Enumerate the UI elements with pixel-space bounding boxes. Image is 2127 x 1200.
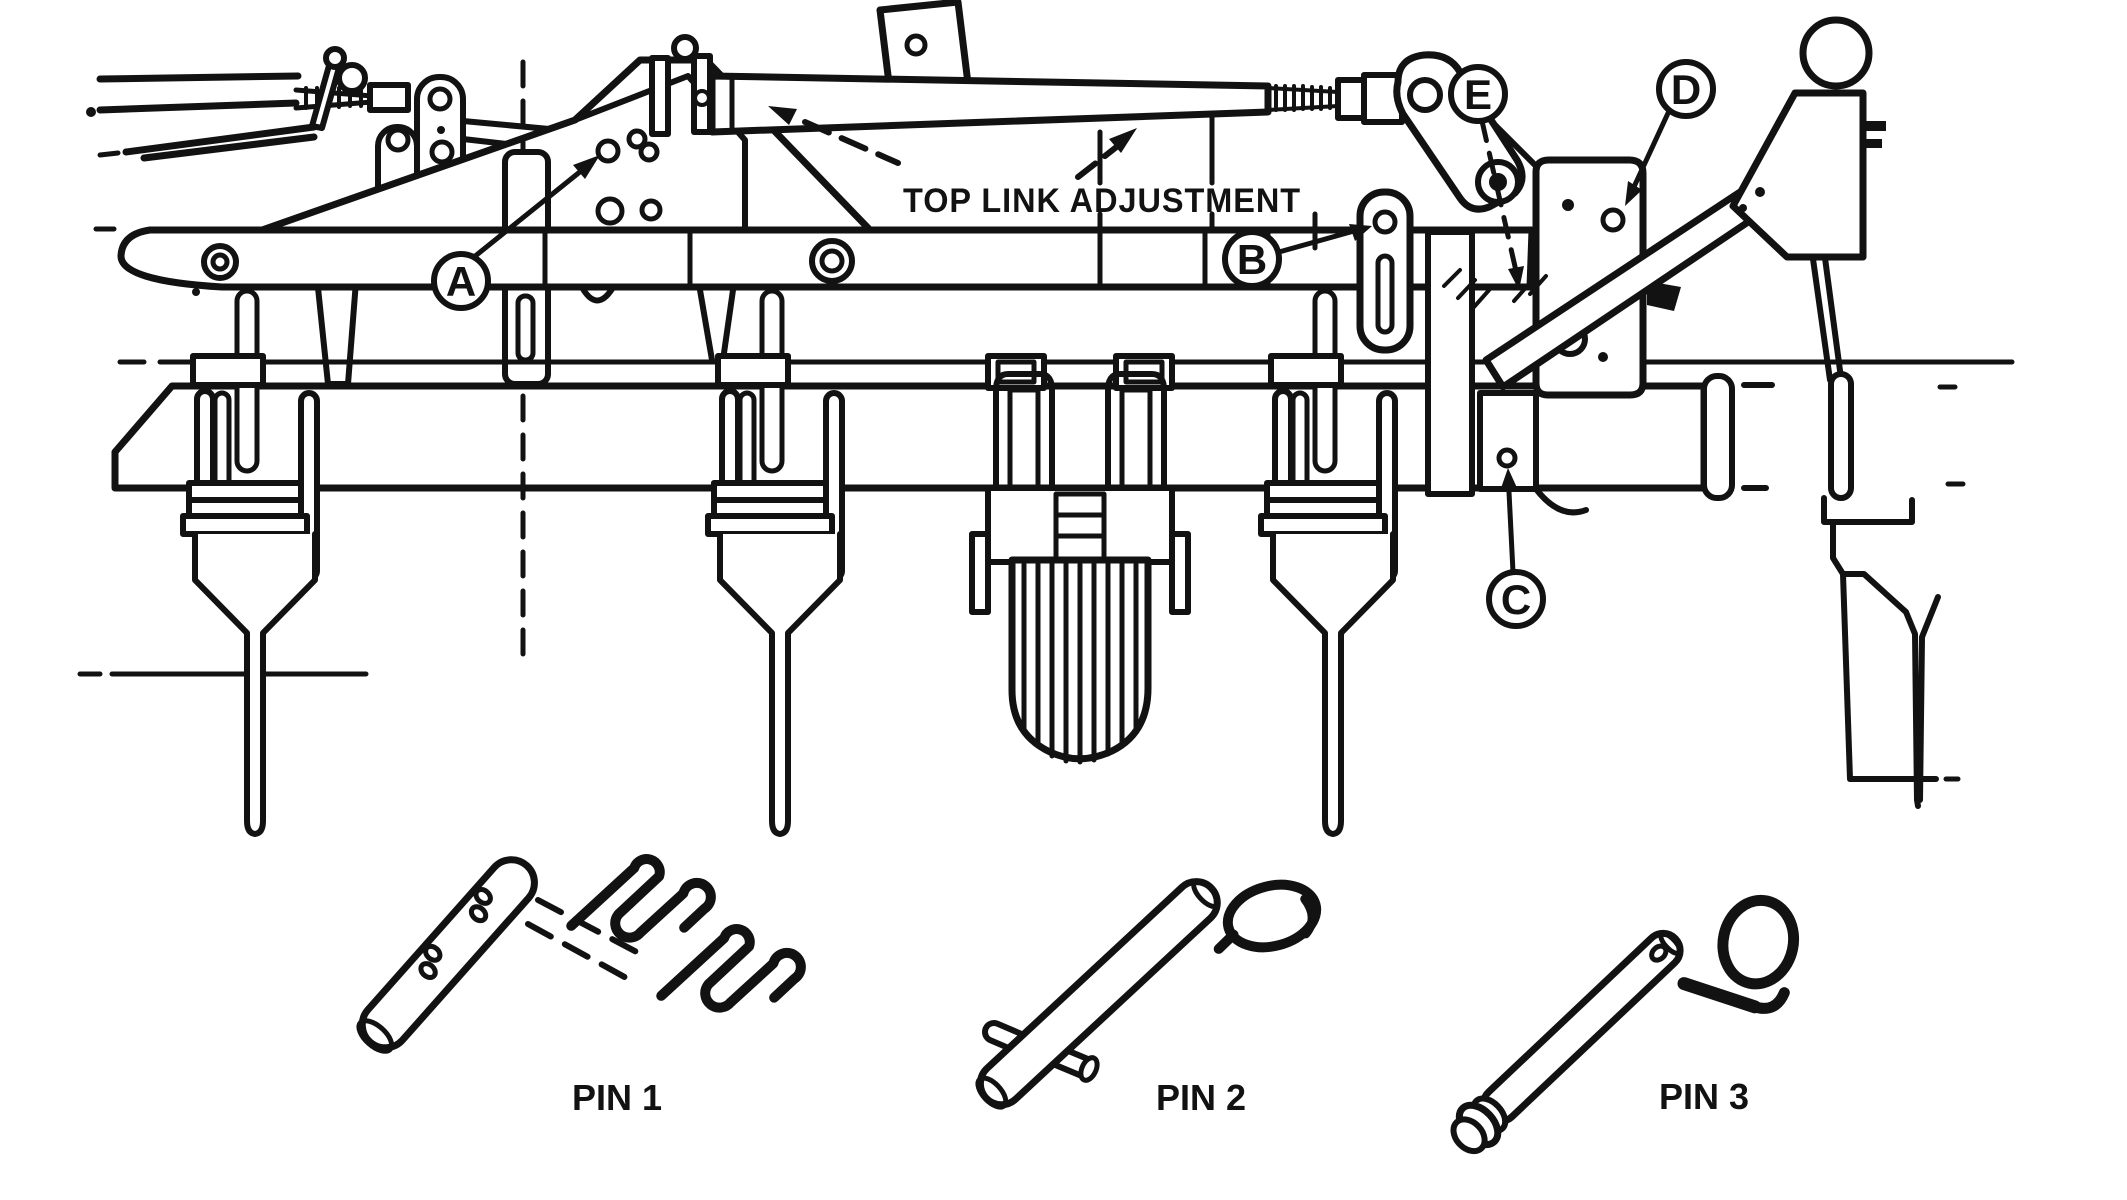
pin-1-insert-dashes bbox=[525, 897, 651, 983]
lift-link bbox=[1356, 188, 1414, 354]
annotation-arrow-front-icon bbox=[768, 106, 797, 125]
pin-2-rod bbox=[975, 878, 1221, 1110]
pin-2-clip bbox=[1213, 879, 1322, 954]
pin-1-rod bbox=[356, 856, 538, 1054]
callout-c: C bbox=[1486, 468, 1546, 629]
callout-b-label: B bbox=[1237, 236, 1267, 283]
callout-e-arrow-icon bbox=[1508, 266, 1524, 290]
pin-3-rod bbox=[1450, 929, 1684, 1155]
gauge-wheel-hub bbox=[1799, 16, 1873, 90]
top-link-adjustment-text: TOP LINK ADJUSTMENT bbox=[903, 182, 1301, 220]
pin-1-illustration: PIN 1 bbox=[356, 841, 808, 1118]
callout-d-circle bbox=[1656, 59, 1716, 119]
callout-b-arrow-icon bbox=[1349, 224, 1372, 241]
callout-a-label: A bbox=[446, 258, 476, 305]
callout-a: A bbox=[431, 155, 600, 311]
tractor-top-link-arms bbox=[86, 46, 411, 162]
annotation-arrow-rear-icon bbox=[1109, 128, 1137, 153]
callout-c-circle bbox=[1486, 569, 1546, 629]
callout-c-arrow-icon bbox=[1500, 468, 1518, 491]
right-linkage bbox=[1356, 16, 1961, 809]
pin-1-label: PIN 1 bbox=[572, 1077, 662, 1118]
callout-b-circle bbox=[1222, 229, 1282, 289]
callout-b: B bbox=[1222, 224, 1372, 289]
callout-d-arrow-icon bbox=[1625, 181, 1642, 206]
callout-c-label: C bbox=[1501, 576, 1531, 623]
top-link-adjustment-annotation: TOP LINK ADJUSTMENT bbox=[768, 106, 1301, 220]
callout-e-label: E bbox=[1464, 71, 1492, 118]
callout-e: E bbox=[1442, 64, 1548, 309]
callout-e-circle bbox=[1448, 64, 1508, 124]
pin-3-illustration: PIN 3 bbox=[1450, 894, 1800, 1155]
shank-channel bbox=[1425, 229, 1475, 497]
cylinder-support-struts bbox=[1097, 110, 1318, 290]
callout-d: D bbox=[1625, 59, 1716, 206]
pin-3-label: PIN 3 bbox=[1659, 1076, 1749, 1117]
center-roller-unit bbox=[969, 353, 1191, 765]
callout-a-arrow-icon bbox=[573, 155, 600, 179]
callout-d-label: D bbox=[1671, 66, 1701, 113]
pin-2-illustration: PIN 2 bbox=[975, 878, 1322, 1118]
pin-3-lynch-ring bbox=[1677, 894, 1800, 1014]
callout-a-circle bbox=[431, 251, 491, 311]
pin-2-label: PIN 2 bbox=[1156, 1077, 1246, 1118]
